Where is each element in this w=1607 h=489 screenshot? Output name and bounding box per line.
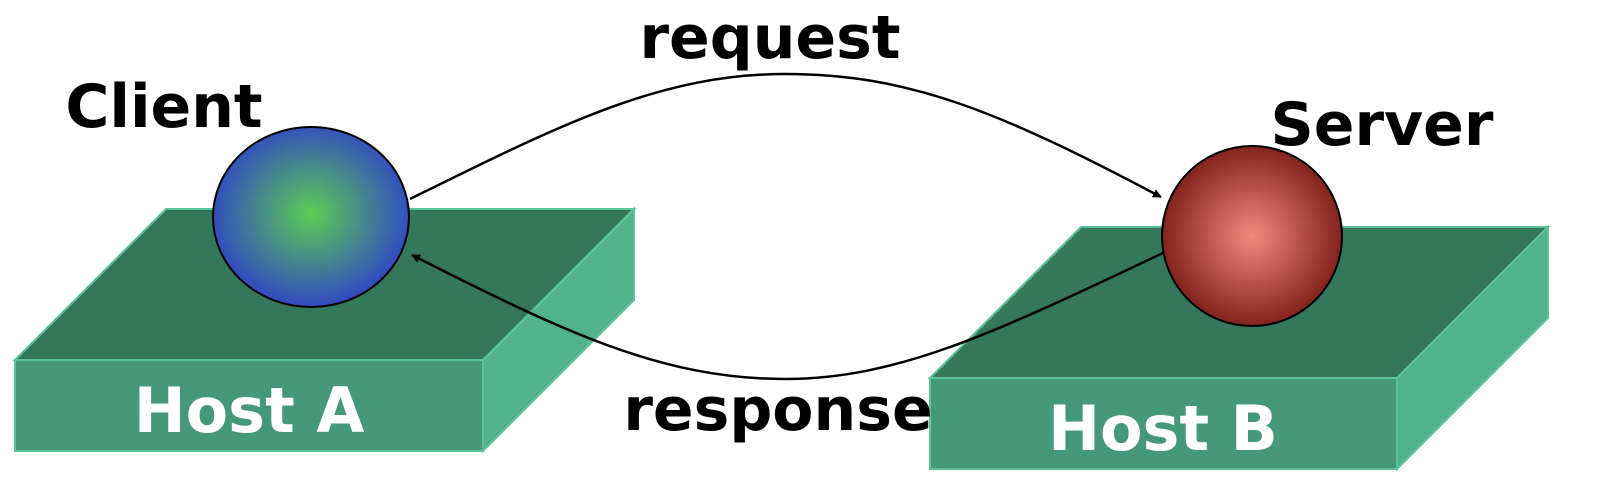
host-b-front-face [929,377,1398,470]
server-label: Server [1271,90,1494,160]
client-sphere [212,126,410,308]
response-arrow [411,251,1164,381]
response-label: response [623,375,932,445]
server-sphere [1161,145,1343,327]
host-a-front-face [14,359,484,452]
host-b-label: Host B [1048,392,1278,465]
client-label: Client [65,72,262,142]
request-label: request [639,3,900,73]
request-arrow [409,72,1162,201]
host-a-label: Host A [134,374,365,447]
